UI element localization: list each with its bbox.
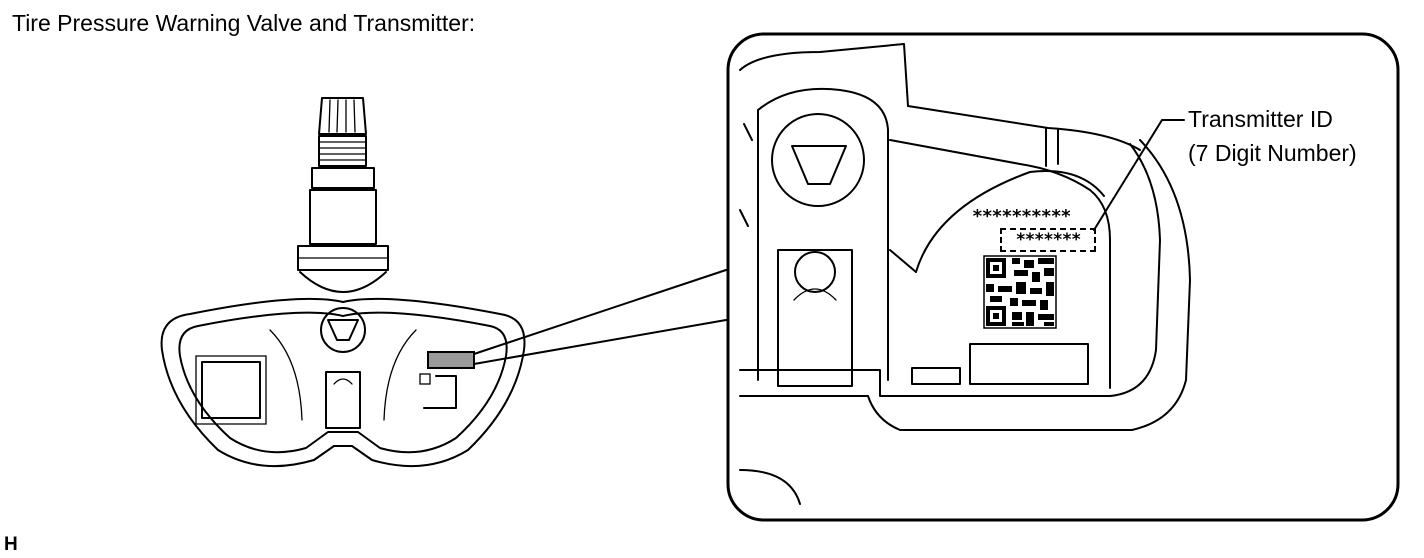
valve-cap (318, 97, 367, 135)
transmitter-id-note: (7 Digit Number) (1188, 140, 1357, 166)
qr-code (983, 255, 1057, 329)
transmitter-label-area (419, 351, 475, 409)
transmitter-housing (160, 297, 526, 468)
transmitter-id-box: ******* (1000, 228, 1096, 252)
transmitter-id-label: Transmitter ID (1188, 106, 1333, 132)
corner-code: H (4, 534, 18, 555)
label-asterisk-line: ********** (972, 206, 1071, 227)
magnified-detail-frame (726, 32, 1400, 522)
figure-title: Tire Pressure Warning Valve and Transmit… (12, 10, 476, 36)
zoom-callout-lines (473, 269, 727, 365)
transmitter-id-leader (1093, 119, 1185, 231)
transmitter-window (201, 361, 261, 419)
valve-nut (311, 167, 375, 189)
valve-flange (297, 245, 389, 293)
valve-transmitter-drawing (160, 97, 526, 468)
valve-thread (318, 135, 367, 167)
transmitter-valve-port (320, 307, 366, 429)
transmitter-inner-rim (178, 311, 508, 454)
magnified-detail-drawing (739, 43, 1191, 505)
valve-body (309, 189, 377, 245)
